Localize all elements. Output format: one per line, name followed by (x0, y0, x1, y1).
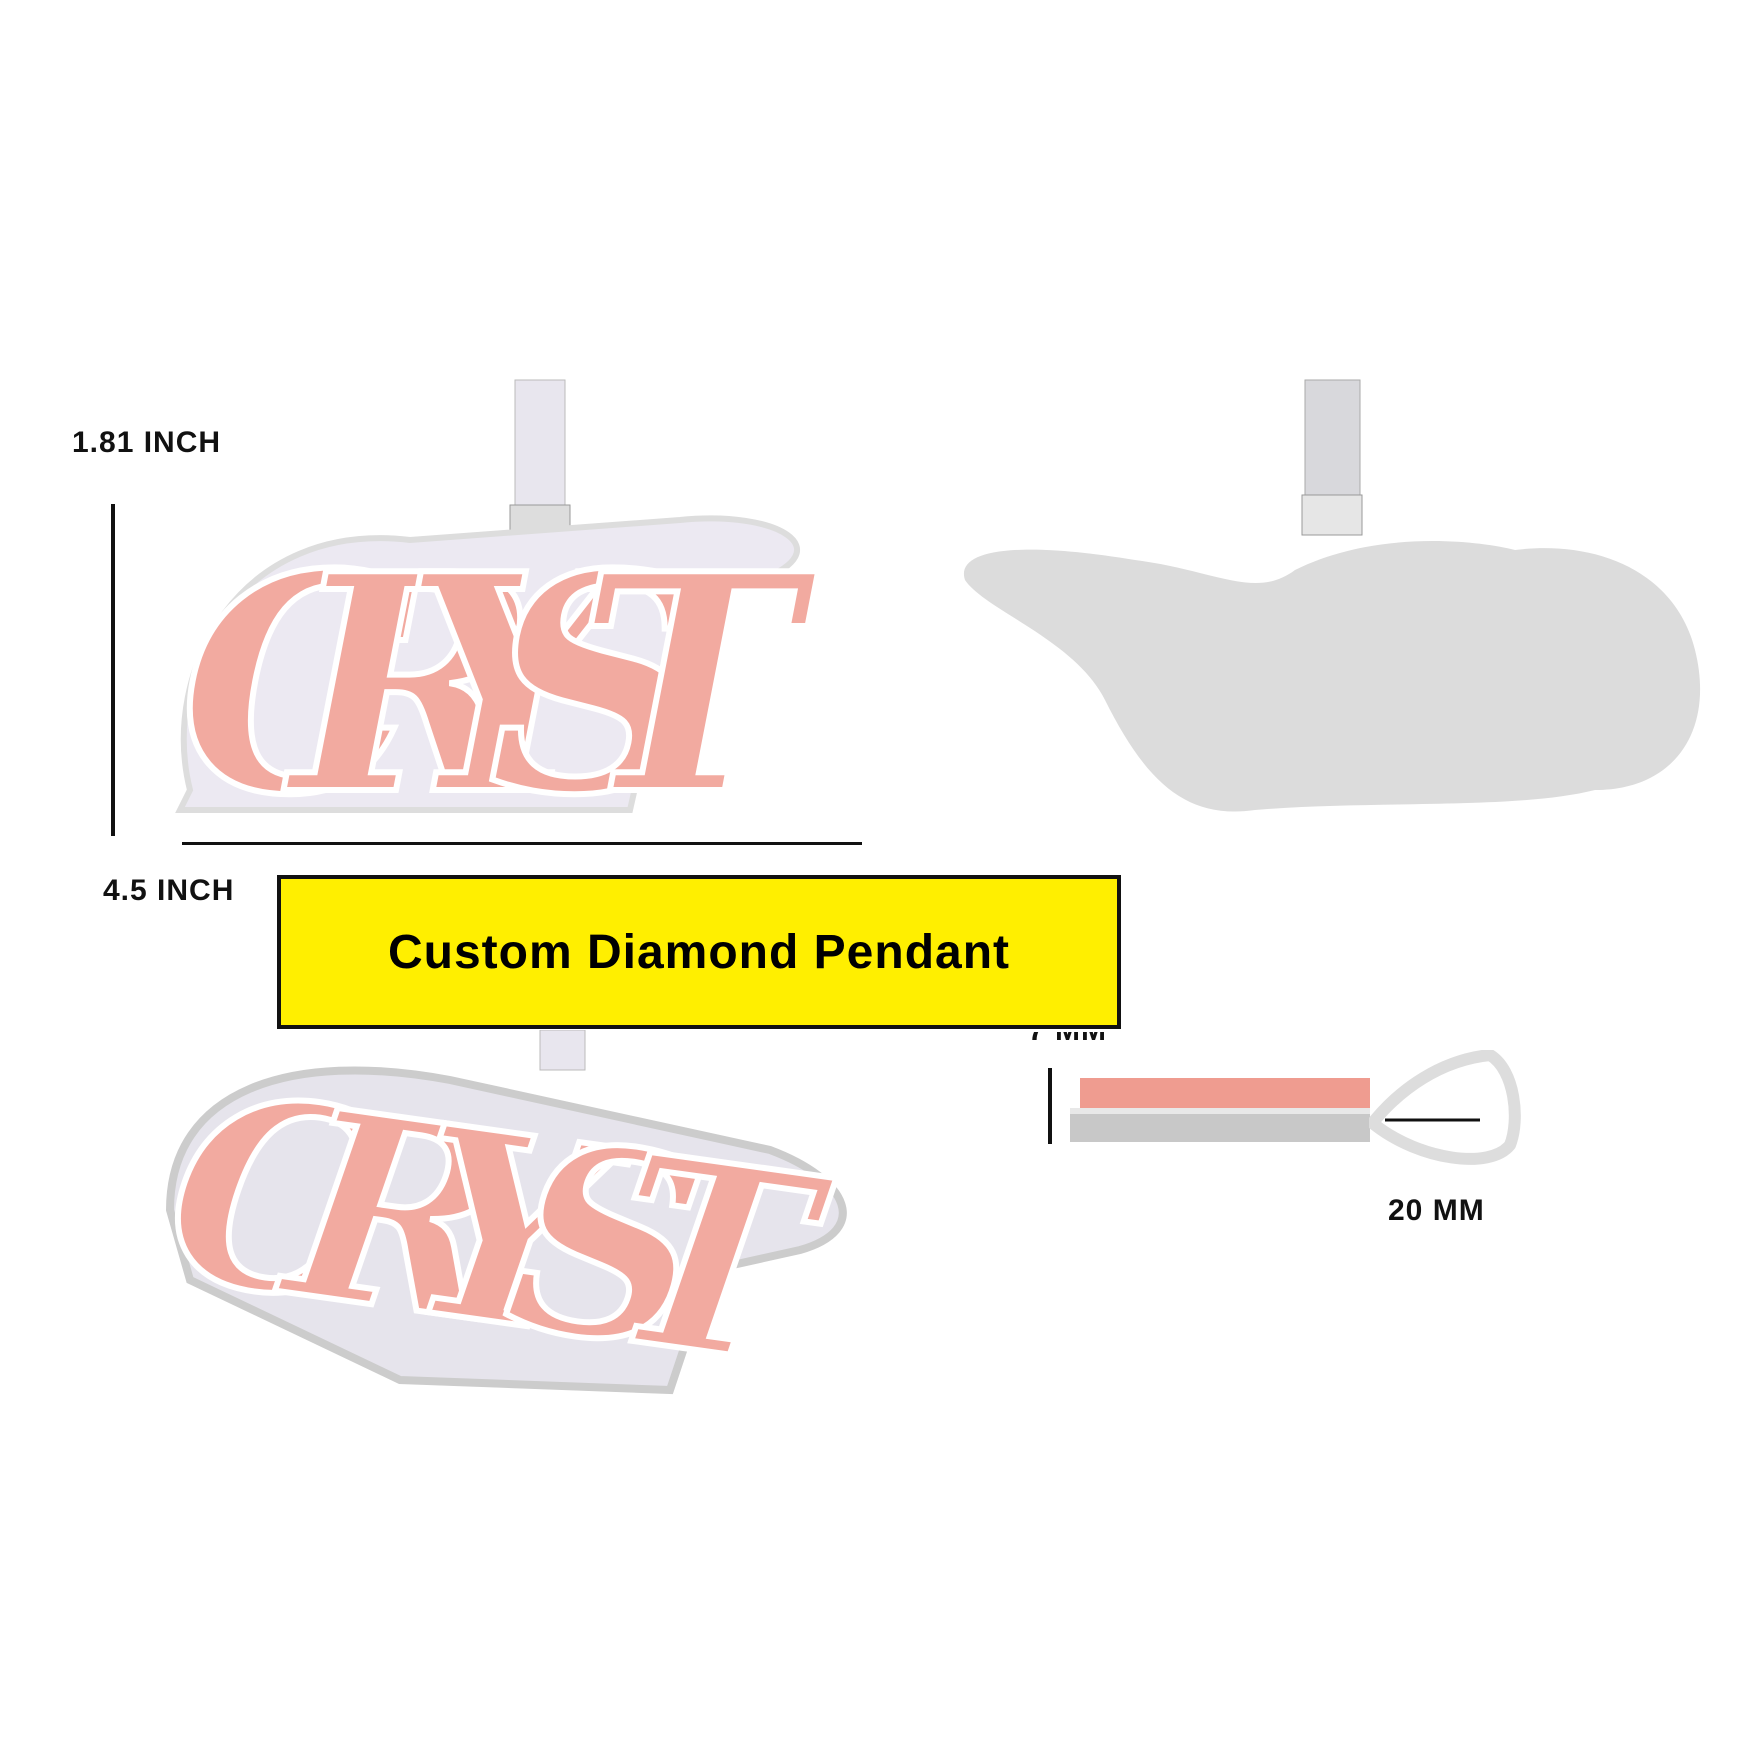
pendant-side-view (1070, 1050, 1521, 1165)
pendant-front-view: CRYST (175, 379, 824, 830)
width-dimension-line (182, 842, 862, 845)
pendant-angle-view: CRYST (150, 1030, 849, 1400)
bail-label: 20 MM (1388, 1194, 1485, 1227)
pendant-name-text-angled: CRYST (152, 1034, 846, 1400)
bail (514, 379, 566, 511)
width-label: 4.5 INCH (103, 874, 235, 907)
pendant-back-view (963, 379, 1701, 812)
height-label: 1.81 INCH (72, 426, 222, 459)
thickness-dimension-line (1048, 1068, 1052, 1144)
title-banner: Custom Diamond Pendant (277, 875, 1121, 1029)
thickness-label: 7 MM (1028, 1032, 1107, 1048)
banner-title: Custom Diamond Pendant (387, 925, 1011, 979)
pendant-name-text: CRYST (180, 508, 821, 830)
height-dimension-line (111, 504, 115, 836)
